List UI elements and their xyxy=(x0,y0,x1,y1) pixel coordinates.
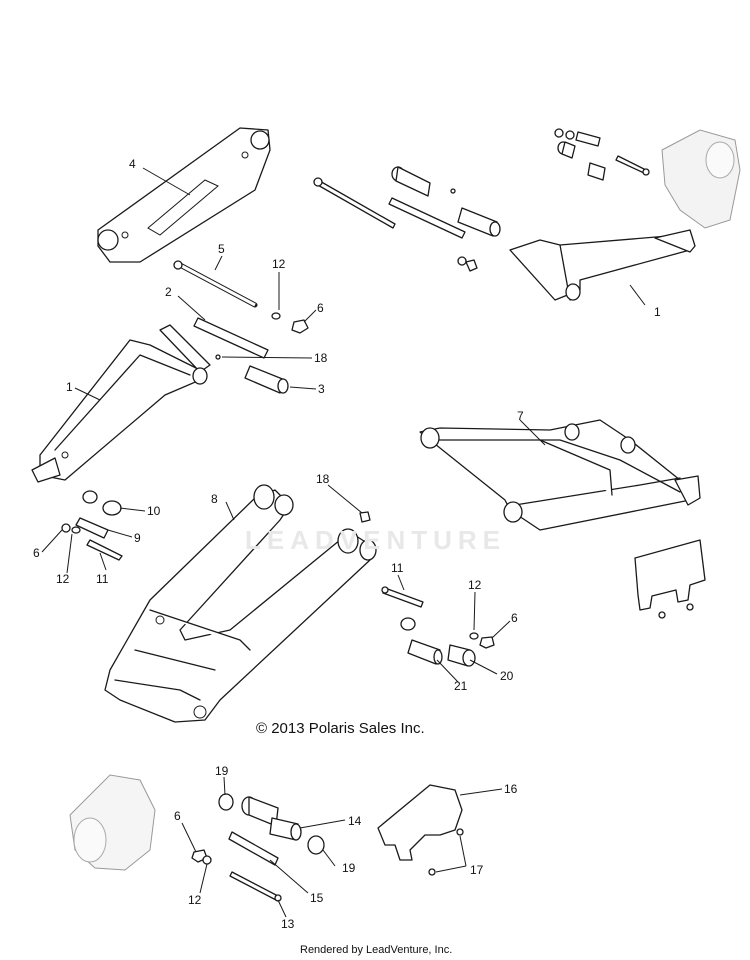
callout-19: 19 xyxy=(342,861,356,875)
callout-2: 2 xyxy=(165,285,172,299)
callout-8: 8 xyxy=(211,492,218,506)
callout-7: 7 xyxy=(517,409,524,423)
part-bushing-right-middle xyxy=(400,617,443,665)
part-6-nut-right xyxy=(479,636,495,649)
part-16-guard xyxy=(377,784,464,876)
part-12-washer-left xyxy=(71,526,81,534)
callout-6: 6 xyxy=(317,301,324,315)
leader-lines xyxy=(41,167,646,918)
part-8-swing-arm xyxy=(104,484,377,723)
callout-5: 5 xyxy=(218,242,225,256)
callout-6: 6 xyxy=(511,611,518,625)
part-14-bushing xyxy=(269,817,302,841)
callout-4: 4 xyxy=(129,157,136,171)
callout-1: 1 xyxy=(654,305,661,319)
part-7-swing-arm xyxy=(419,419,701,531)
part-12-washer-top xyxy=(271,312,281,320)
callout-18: 18 xyxy=(314,351,328,365)
callout-17: 17 xyxy=(470,863,484,877)
part-1-control-arm-left xyxy=(31,324,211,483)
callout-6: 6 xyxy=(174,809,181,823)
part-19-washer-bottom xyxy=(307,835,325,855)
callout-16: 16 xyxy=(504,782,518,796)
callout-12: 12 xyxy=(272,257,286,271)
part-12-washer-bottom xyxy=(202,855,212,865)
rendered-by-footer: Rendered by LeadVenture, Inc. xyxy=(300,944,453,956)
callout-12: 12 xyxy=(468,578,482,592)
guard-plate-right xyxy=(634,539,706,619)
copyright-notice: © 2013 Polaris Sales Inc. xyxy=(256,720,425,737)
part-hardware-upper-right xyxy=(554,128,650,181)
part-13-bolt xyxy=(229,871,282,902)
part-1-control-arm-right xyxy=(509,229,696,301)
knuckle-lower-left xyxy=(69,774,156,871)
callout-6: 6 xyxy=(33,546,40,560)
knuckle-upper-right xyxy=(661,129,741,229)
callout-3: 3 xyxy=(318,382,325,396)
callout-19: 19 xyxy=(215,764,229,778)
part-11-bolt-right xyxy=(381,586,424,608)
callout-labels: 4 5 12 6 2 18 3 1 1 7 8 18 10 9 6 12 11 … xyxy=(33,157,661,931)
callout-9: 9 xyxy=(134,531,141,545)
part-long-through-bolt xyxy=(313,177,396,229)
callout-15: 15 xyxy=(310,891,324,905)
part-9-sleeve-left xyxy=(75,517,109,539)
part-2-sleeve xyxy=(193,317,269,359)
part-11-bolt-left xyxy=(86,539,123,561)
part-3-bushing xyxy=(244,365,289,394)
watermark-text: LEADVENTURE xyxy=(245,525,507,555)
part-4-mounting-plate xyxy=(97,127,271,263)
part-6-nut-top xyxy=(291,319,309,334)
part-6-nut-left xyxy=(61,523,71,533)
callout-12: 12 xyxy=(56,572,70,586)
callout-21: 21 xyxy=(454,679,468,693)
part-10-bushing-left xyxy=(82,490,122,516)
callout-1: 1 xyxy=(66,380,73,394)
part-5-long-bolt xyxy=(173,260,258,308)
callout-11: 11 xyxy=(96,572,109,586)
callout-10: 10 xyxy=(147,504,161,518)
part-19-washer-top xyxy=(218,793,234,811)
part-18-grease-fitting-top xyxy=(215,354,221,360)
callout-12: 12 xyxy=(188,893,202,907)
callout-18: 18 xyxy=(316,472,330,486)
callout-11: 11 xyxy=(391,561,404,575)
part-12-washer-right xyxy=(469,632,479,640)
callout-20: 20 xyxy=(500,669,514,683)
callout-13: 13 xyxy=(281,917,295,931)
part-bushing-upper-center xyxy=(391,166,501,272)
part-20-bushing xyxy=(447,644,476,667)
callout-14: 14 xyxy=(348,814,362,828)
part-sleeve-upper-center xyxy=(388,197,466,239)
part-18-grease-fitting-center xyxy=(359,511,371,523)
